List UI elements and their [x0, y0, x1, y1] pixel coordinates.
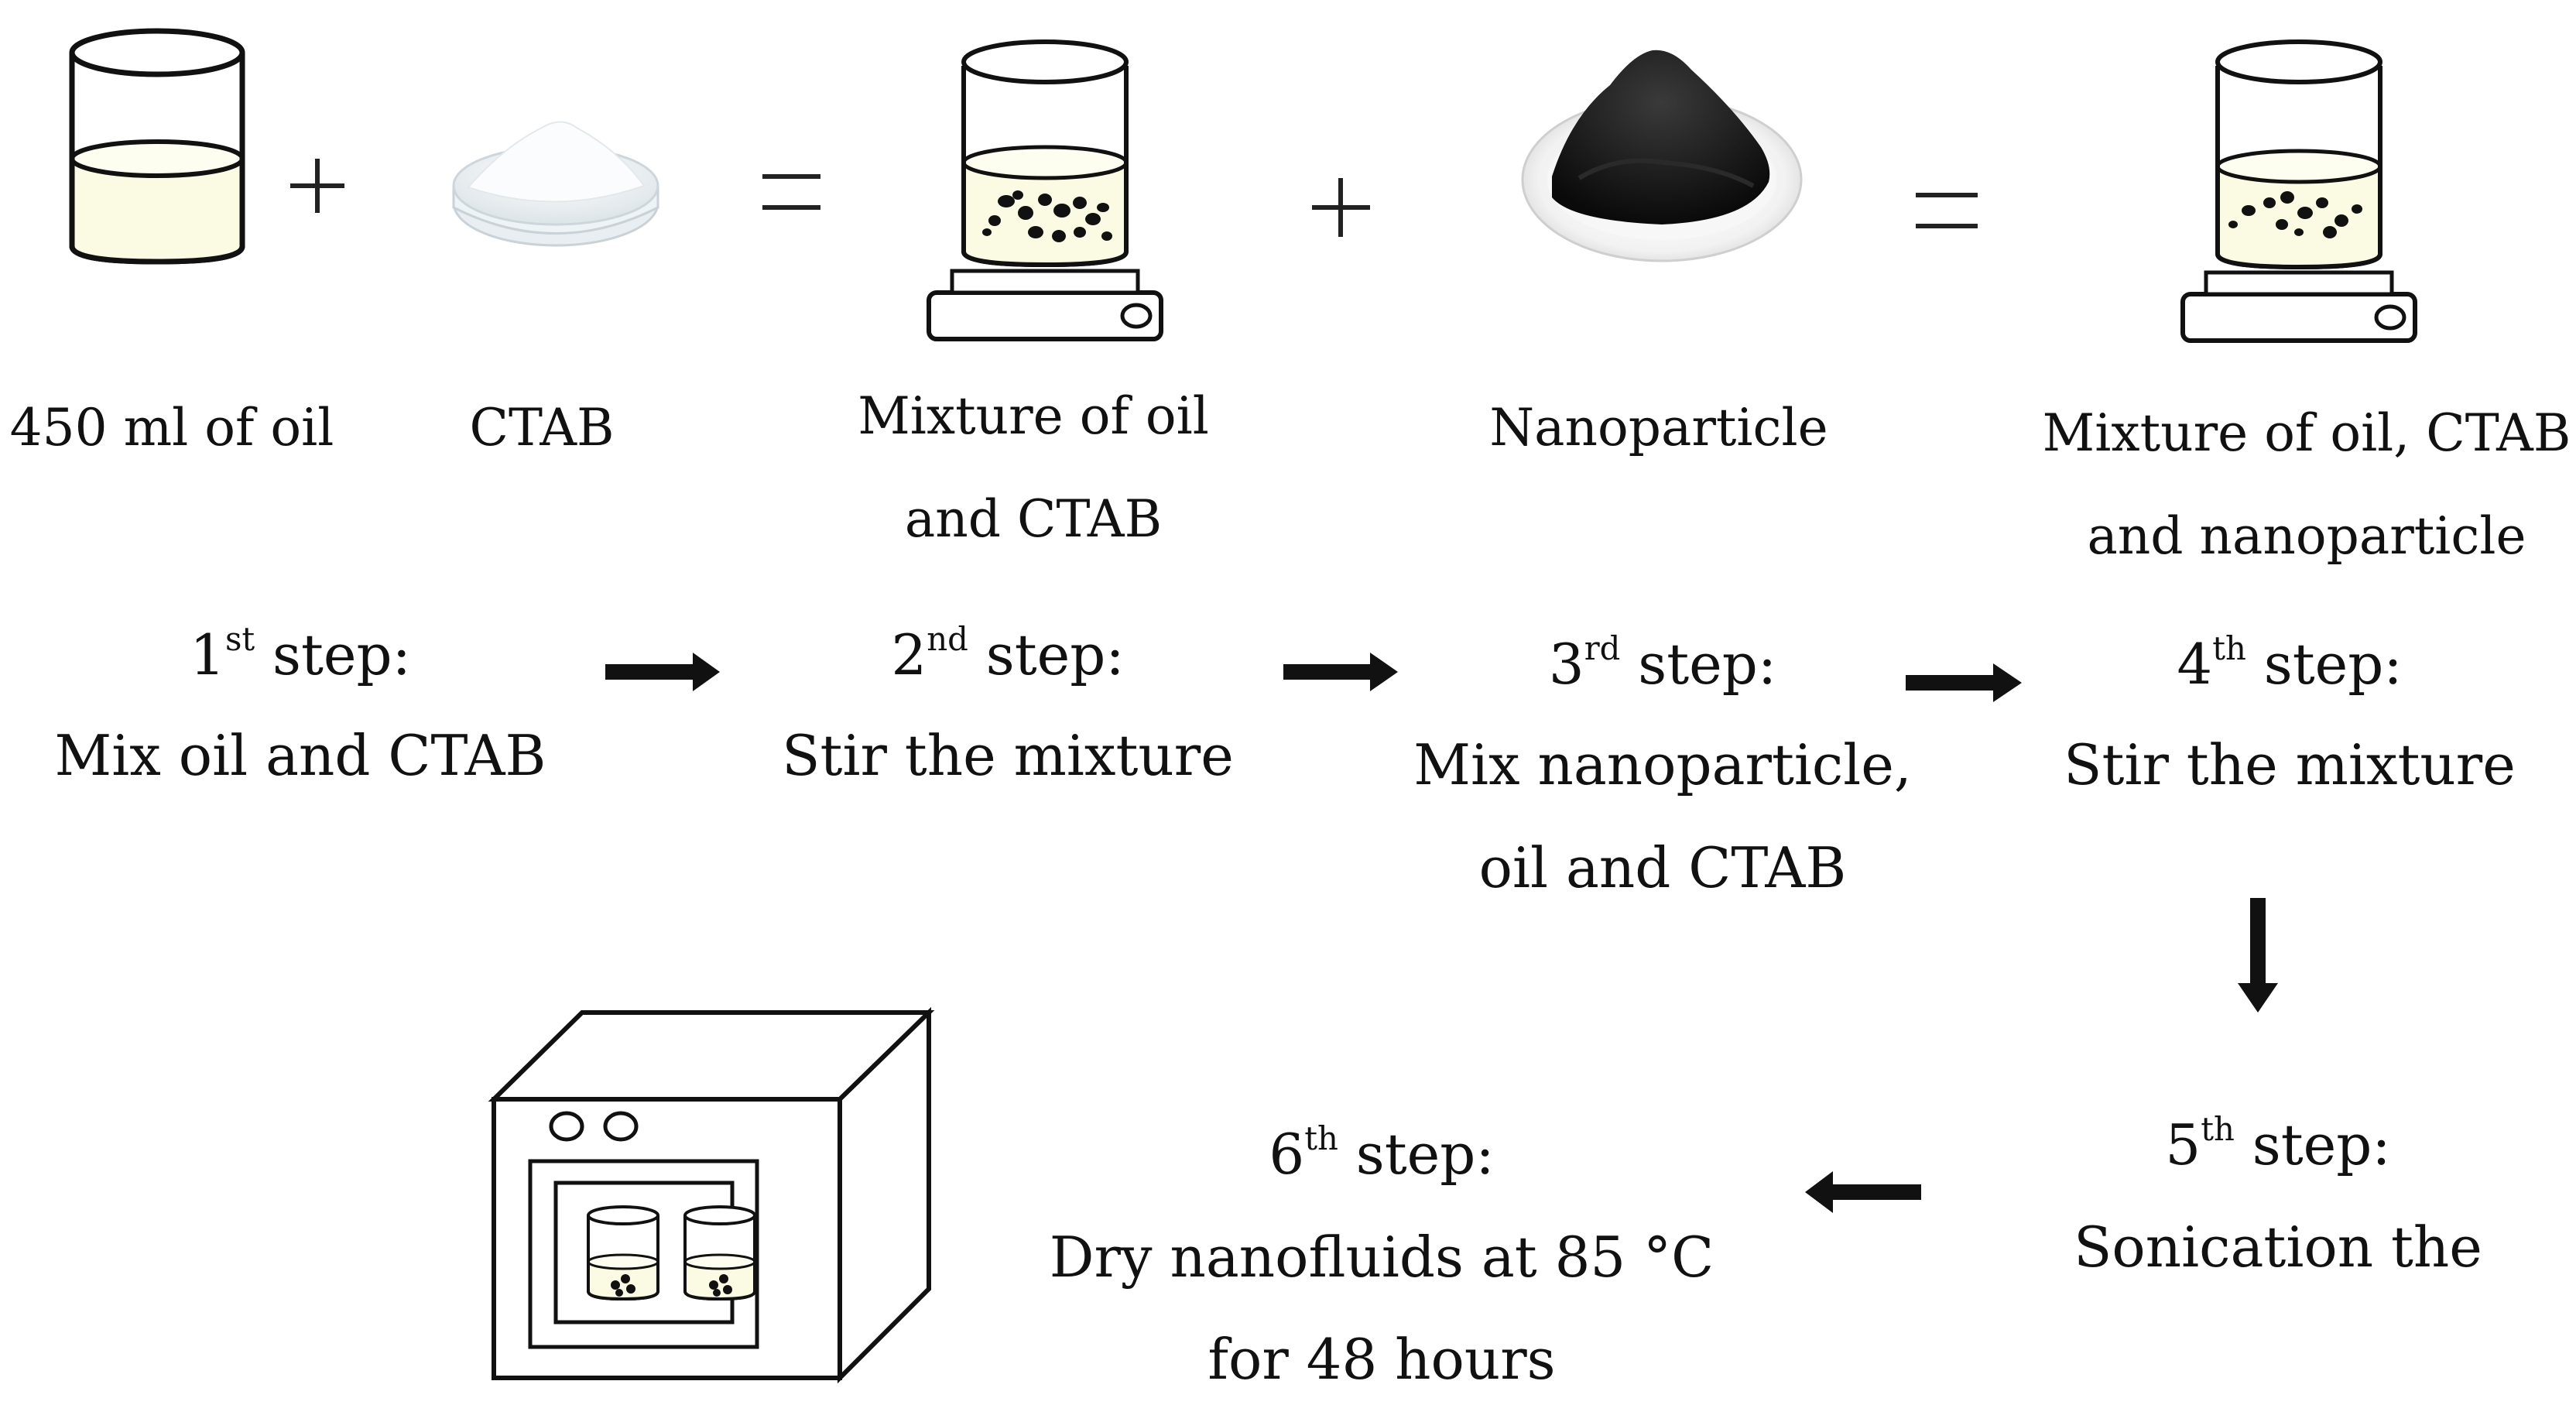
- step-5-heading: 5th step:: [2165, 1109, 2391, 1177]
- step-2-heading: 2nd step:: [891, 619, 1125, 687]
- nanoparticle-label: Nanoparticle: [1489, 398, 1828, 457]
- step-1-heading: 1st step:: [190, 619, 411, 687]
- nanoparticle-powder-icon: [1521, 50, 1803, 262]
- step-6-description-line2: for 48 hours: [1208, 1327, 1556, 1392]
- step-3-description-line2: oil and CTAB: [1478, 835, 1847, 900]
- ctab-label: CTAB: [469, 398, 615, 457]
- step-6-description-line1: Dry nanofluids at 85 °C: [1049, 1225, 1714, 1290]
- oil-label: 450 ml of oil: [9, 398, 334, 457]
- plus-sign: [1312, 178, 1370, 237]
- arrow-left-icon: [1805, 1171, 1921, 1213]
- step-6-heading: 6th step:: [1269, 1119, 1495, 1187]
- step-1-description: Mix oil and CTAB: [54, 723, 546, 788]
- arrow-right-icon: [605, 653, 720, 691]
- equals-sign: [1916, 193, 1978, 228]
- equals-sign: [762, 174, 820, 210]
- mixture-oil-ctab-nano-label-line2: and nanoparticle: [2087, 506, 2526, 566]
- step-5-description: Sonication the: [2074, 1215, 2482, 1280]
- step-4-description: Stir the mixture: [2064, 732, 2516, 797]
- beaker-oil-icon: [69, 28, 245, 265]
- arrow-right-icon: [1906, 663, 2022, 702]
- stirrer-beaker-icon: [2180, 39, 2417, 343]
- mixture-oil-ctab-label-line2: and CTAB: [904, 489, 1163, 549]
- step-4-heading: 4th step:: [2177, 629, 2403, 697]
- arrow-down-icon: [2238, 898, 2278, 1013]
- step-3-description-line1: Mix nanoparticle,: [1413, 732, 1912, 797]
- plus-sign: [290, 159, 344, 213]
- stirrer-beaker-icon: [927, 39, 1163, 341]
- ctab-powder-icon: [452, 121, 659, 247]
- arrow-right-icon: [1283, 653, 1398, 691]
- step-2-description: Stir the mixture: [782, 723, 1234, 788]
- mixture-oil-ctab-label-line1: Mixture of oil: [858, 386, 1209, 446]
- oven-icon: [488, 1006, 935, 1384]
- mixture-oil-ctab-nano-label-line1: Mixture of oil, CTAB: [2042, 403, 2571, 463]
- step-3-heading: 3rd step:: [1548, 629, 1777, 697]
